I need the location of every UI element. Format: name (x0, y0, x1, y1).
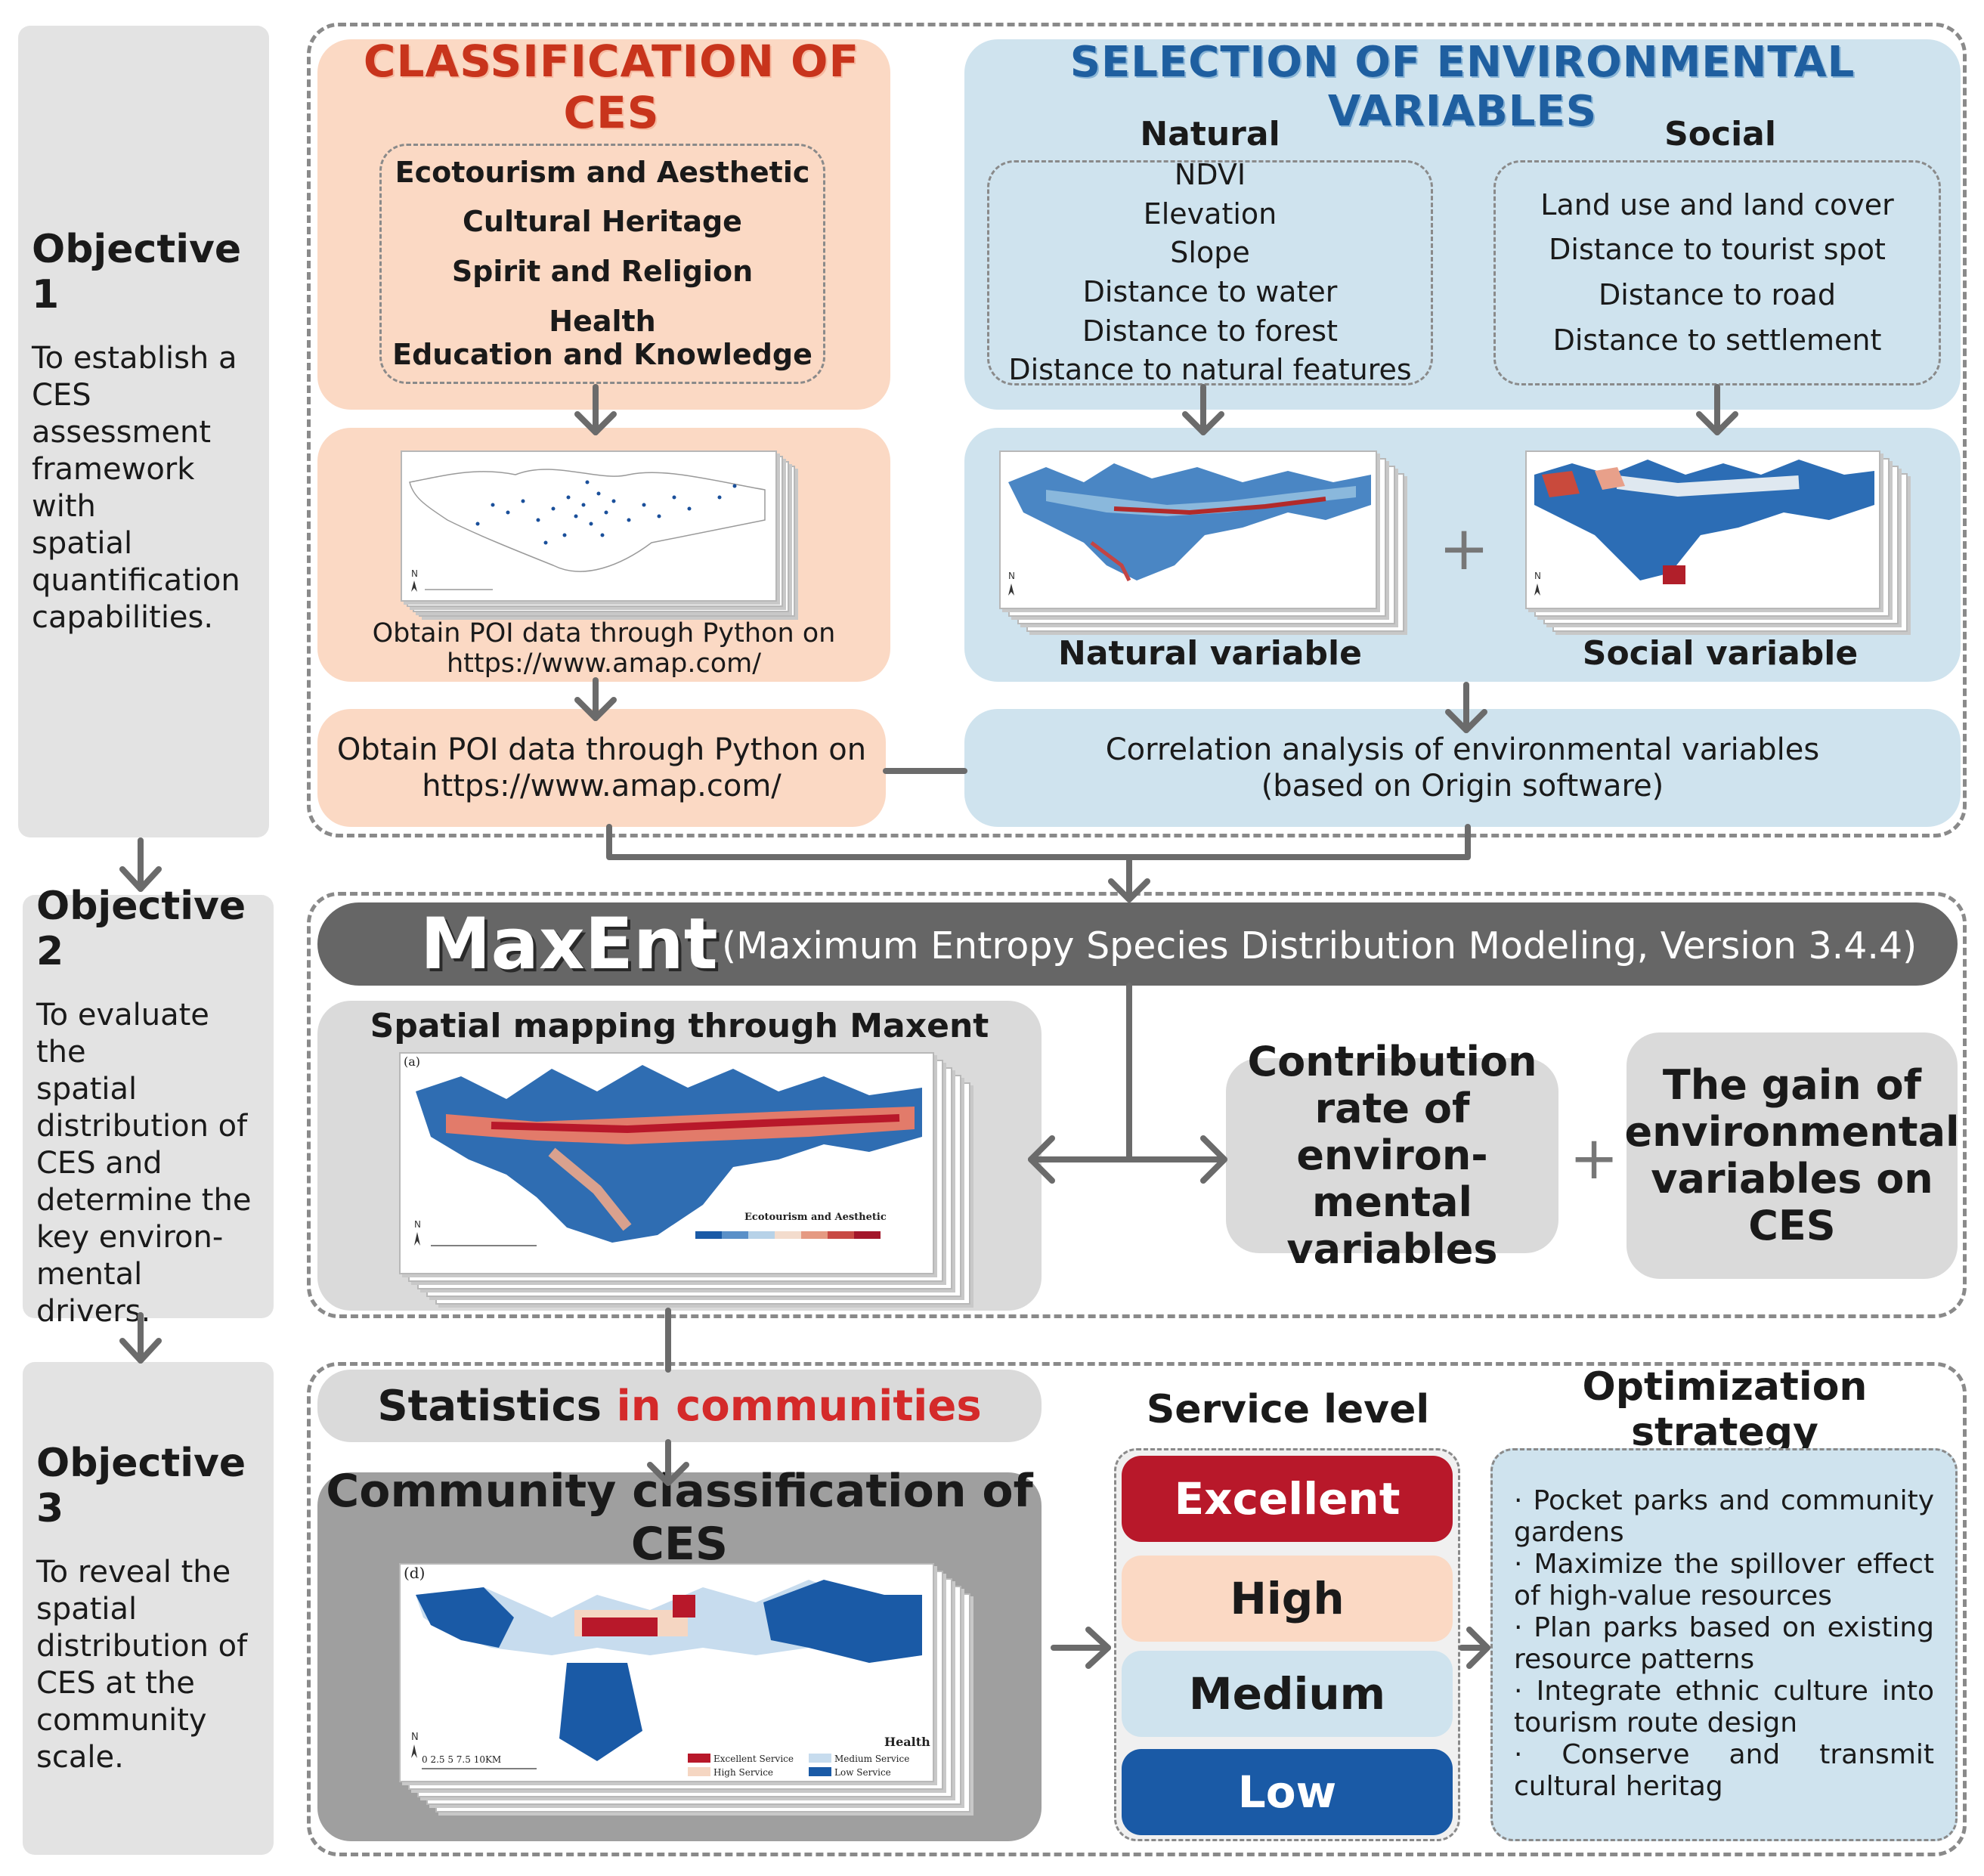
community-map-panel-label: (d) (404, 1565, 425, 1582)
objective-2-text: To evaluate the spatial distribution of … (36, 997, 252, 1329)
classification-panel (317, 39, 890, 410)
maxent-subtitle: (Maximum Entropy Species Distribution Mo… (722, 924, 1917, 967)
spatial-mapping-title: Spatial mapping through Maxent (370, 1006, 989, 1045)
community-classification-title: Community classification of CES (326, 1465, 1033, 1571)
objective-2-panel: Objective 2 To evaluate the spatial dist… (23, 884, 274, 1329)
natural-variable-map: N (999, 450, 1377, 609)
selection-panel (964, 39, 1961, 410)
maxent-map-legend-title: Ecotourism and Aesthetic (744, 1212, 887, 1223)
objective-1-title: Objective 1 (32, 227, 242, 317)
legend-excellent-label: Excellent Service (713, 1754, 794, 1764)
social-variable-item: Land use and land cover (1540, 187, 1894, 221)
level-excellent: Excellent (1122, 1456, 1453, 1542)
statistics-in-communities-box: Statistics in communities (317, 1370, 1042, 1442)
natural-variable-item: NDVI (1174, 157, 1246, 191)
social-variable-item: Distance to tourist spot (1549, 233, 1886, 267)
poi-map-graphic: N (409, 469, 766, 592)
svg-text:N: N (411, 1732, 419, 1743)
natural-variable-item: Elevation (1143, 197, 1277, 231)
natural-variable-item: Distance to natural features (1008, 353, 1412, 387)
maxent-map-panel-label: (a) (404, 1054, 420, 1069)
community-map-stack: (d) Health Excellent Service Medium Serv… (399, 1563, 973, 1813)
svg-text:N: N (1534, 571, 1541, 581)
classification-title: CLASSIFICATION OF CES (363, 36, 860, 138)
poi-map-stack: N (401, 450, 795, 617)
ces-category-item: Ecotourism and Aesthetic (395, 155, 810, 189)
natural-map-graphic: N (1008, 463, 1371, 596)
poi-map: N (401, 450, 777, 602)
legend-medium-label: Medium Service (834, 1754, 909, 1764)
objective-1-text: To establish a CES assessment framework … (32, 341, 240, 635)
natural-variable-list: NDVI Elevation Slope Distance to water D… (987, 157, 1433, 387)
objective-3-title: Objective 3 (36, 1441, 246, 1531)
natural-variable-map-stack: N (999, 450, 1407, 632)
natural-header: Natural (1140, 114, 1280, 153)
level-low: Low (1122, 1749, 1453, 1835)
natural-variable-item: Slope (1170, 236, 1250, 270)
objective-2-title: Objective 2 (36, 883, 246, 974)
optimization-strategy-list: · Pocket parks and community gardens · M… (1490, 1448, 1958, 1841)
ces-category-list: Ecotourism and Aesthetic Cultural Herita… (379, 144, 825, 384)
objective-1-panel: Objective 1 To establish a CES assessmen… (18, 26, 269, 837)
strategy-item: · Maximize the spillover effect of high-… (1514, 1549, 1934, 1611)
ces-category-item: Education and Knowledge (392, 337, 812, 371)
strategy-item: · Conserve and transmit cultural heritag (1514, 1739, 1934, 1802)
svg-text:N: N (414, 1219, 421, 1230)
maxent-map-stack: (a) Ecotourism and Aesthetic N (399, 1052, 973, 1305)
strategy-item: · Plan parks based on existing resource … (1514, 1612, 1934, 1675)
svg-text:N: N (411, 568, 418, 579)
correlation-analysis-box: Correlation analysis of environmental va… (964, 709, 1961, 827)
social-variable-item: Distance to settlement (1552, 323, 1882, 357)
social-map-graphic: N (1534, 460, 1874, 596)
optimization-strategy-header: Optimization strategy (1582, 1364, 1868, 1455)
natural-variable-item: Distance to water (1082, 275, 1338, 308)
plus-sign: + (1438, 512, 1490, 584)
social-variable-map: N (1525, 450, 1880, 609)
natural-variable-caption: Natural variable (1058, 633, 1362, 673)
maxent-map-graphic: (a) Ecotourism and Aesthetic N (404, 1054, 922, 1246)
natural-variable-item: Distance to forest (1082, 314, 1338, 348)
social-variable-item: Distance to road (1599, 278, 1836, 311)
community-map-graphic: (d) Health Excellent Service Medium Serv… (404, 1564, 930, 1778)
level-medium: Medium (1122, 1651, 1453, 1737)
community-map: (d) Health Excellent Service Medium Serv… (399, 1563, 934, 1782)
legend-high-label: High Service (713, 1767, 773, 1778)
objective-3-panel: Objective 3 To reveal the spatial distri… (23, 1362, 274, 1855)
social-variable-map-stack: N (1525, 450, 1911, 632)
ces-category-item: Cultural Heritage (463, 205, 742, 239)
social-header: Social (1664, 114, 1776, 153)
maxent-map: (a) Ecotourism and Aesthetic N (399, 1052, 934, 1274)
service-level-header: Service level (1146, 1387, 1430, 1432)
social-variable-caption: Social variable (1582, 633, 1859, 673)
ces-category-item: Health (549, 304, 656, 338)
maxent-title: MaxEnt (420, 903, 718, 986)
poi-map-caption: Obtain POI data through Python on https:… (372, 618, 836, 679)
poi-data-box: Obtain POI data through Python on https:… (317, 709, 886, 827)
social-variable-list: Land use and land cover Distance to tour… (1493, 160, 1941, 385)
variable-gain-box: The gain of environmental variables on C… (1624, 1032, 1960, 1279)
selection-title: SELECTION OF ENVIRONMENTAL VARIABLES (1069, 38, 1856, 136)
community-map-legend-title: Health (884, 1735, 930, 1749)
level-high: High (1122, 1556, 1453, 1642)
strategy-item: · Pocket parks and community gardens (1514, 1485, 1934, 1548)
objective-3-frame (307, 1362, 1967, 1856)
community-map-scale: 0 2.5 5 7.5 10KM (422, 1754, 501, 1765)
objective-3-text: To reveal the spatial distribution of CE… (36, 1555, 248, 1775)
plus-sign: + (1569, 1125, 1619, 1193)
maxent-banner (317, 902, 1958, 986)
svg-text:N: N (1008, 571, 1015, 581)
contribution-rate-box: Contribution rate of environ- mental var… (1226, 1039, 1558, 1273)
strategy-item: · Integrate ethnic culture into tourism … (1514, 1676, 1934, 1738)
ces-category-item: Spirit and Religion (451, 255, 754, 289)
legend-low-label: Low Service (834, 1767, 891, 1778)
